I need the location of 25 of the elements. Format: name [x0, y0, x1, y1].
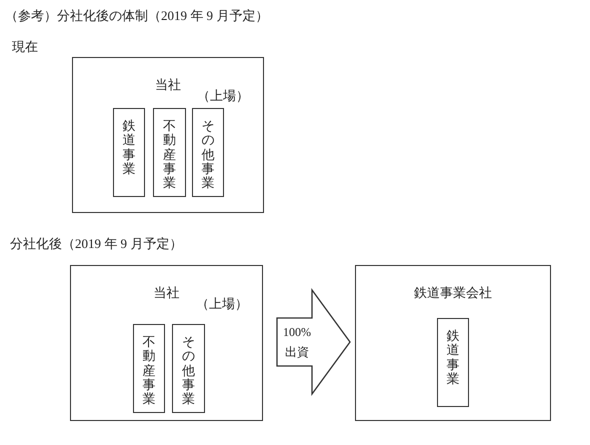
business-name: その他事業: [202, 119, 214, 190]
company-box: [72, 57, 264, 213]
business-box: [172, 324, 205, 413]
company-box: [355, 265, 551, 421]
company-name: 当社: [154, 76, 182, 94]
business-box: [153, 108, 186, 197]
listing-note: （上場）: [197, 88, 249, 103]
edge-label: 100% 出資: [282, 324, 312, 361]
business-box: [133, 324, 165, 413]
business-name: 不動産事業: [163, 119, 176, 190]
block-arrow: [276, 288, 351, 396]
listing-note: （上場）: [196, 296, 248, 311]
business-box: [113, 108, 145, 197]
business-name: その他事業: [182, 335, 195, 406]
business-name: 鉄道事業: [122, 119, 136, 176]
title: （参考）分社化後の体制（2019 年 9 月予定）: [5, 7, 268, 25]
section-label: 現在: [12, 38, 38, 56]
business-name: 鉄道事業: [446, 329, 460, 386]
business-name: 不動産事業: [142, 335, 156, 406]
business-box: [192, 108, 224, 197]
section-label: 分社化後（2019 年 9 月予定）: [10, 235, 182, 253]
business-box: [437, 318, 469, 407]
company-box: [70, 265, 263, 421]
company-name: 当社: [152, 284, 180, 302]
company-name: 鉄道事業会社: [413, 284, 493, 302]
